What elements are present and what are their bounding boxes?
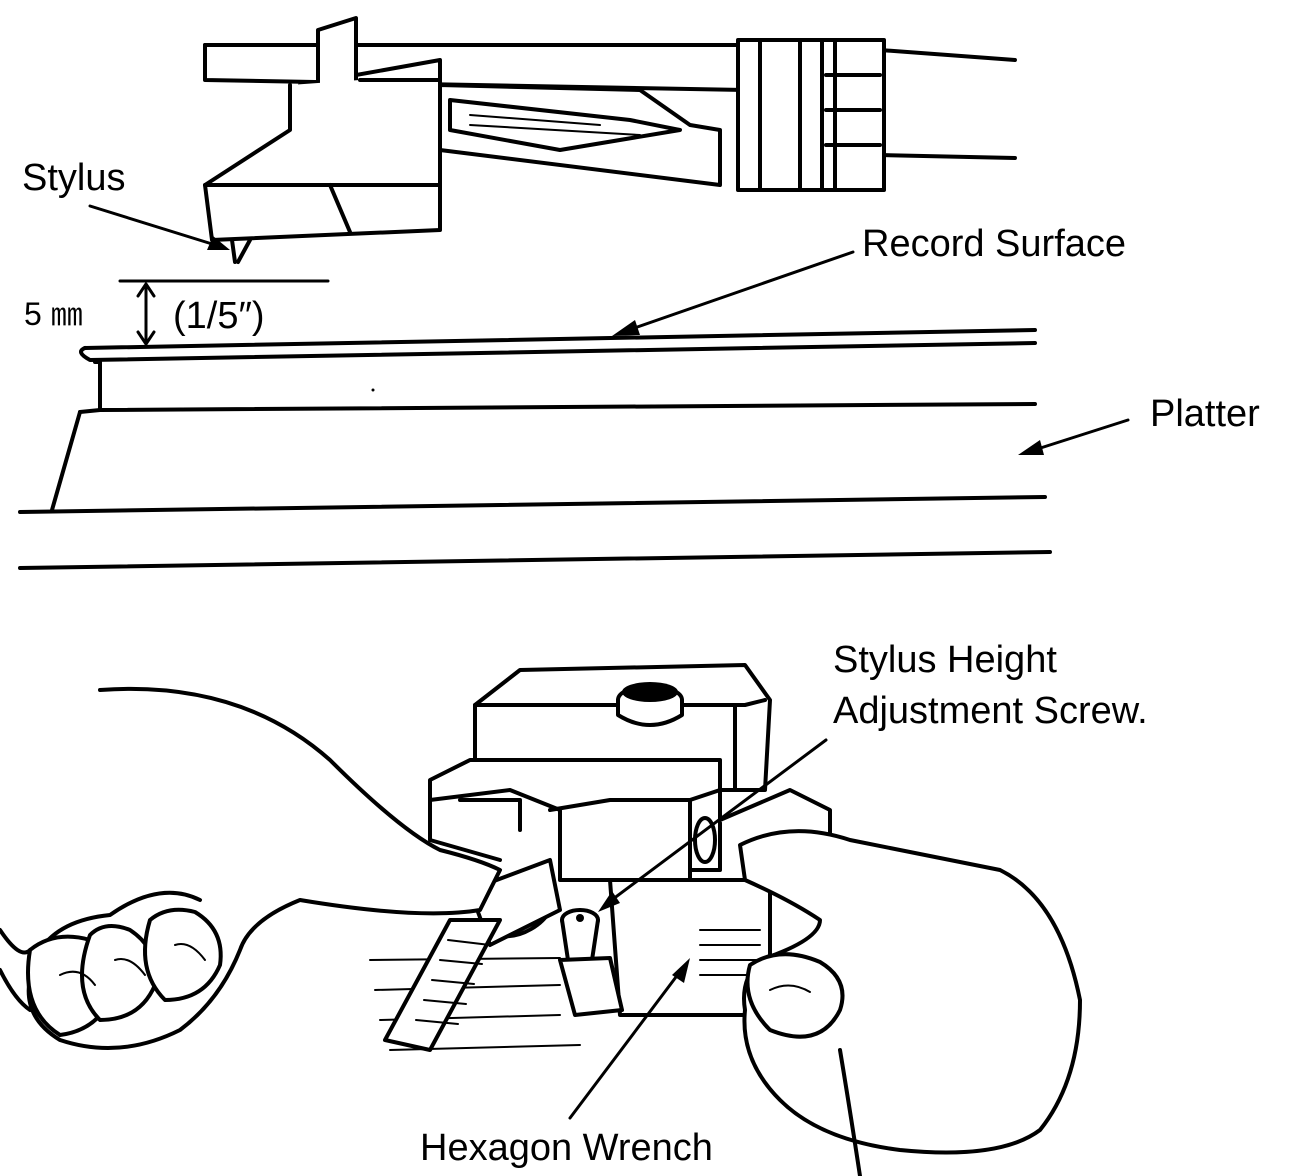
record-surface-label: Record Surface: [862, 223, 1126, 265]
gap-inch-label: (1/5″): [173, 295, 265, 337]
platter-illustration: [18, 328, 1052, 570]
adjust-screw-label-line1: Stylus Height: [833, 639, 1057, 681]
stylus-leader-arrow: [88, 204, 230, 250]
record-surface-leader-arrow: [612, 250, 855, 336]
adjust-screw-leader-arrow: [598, 738, 828, 912]
hands-with-wrench-illustration: [0, 663, 1082, 1176]
platter-label: Platter: [1150, 393, 1260, 435]
stylus-label: Stylus: [22, 157, 125, 199]
hexagon-wrench-label: Hexagon Wrench: [420, 1127, 713, 1169]
gap-dimension-marker: [118, 279, 330, 346]
gap-mm-label: 5 ㎜: [24, 296, 83, 332]
adjust-screw-label-line2: Adjustment Screw.: [833, 690, 1148, 732]
hexagon-wrench-leader-arrow: [568, 958, 690, 1120]
tonearm-headshell-illustration: [203, 16, 1017, 264]
platter-leader-arrow: [1018, 418, 1130, 455]
